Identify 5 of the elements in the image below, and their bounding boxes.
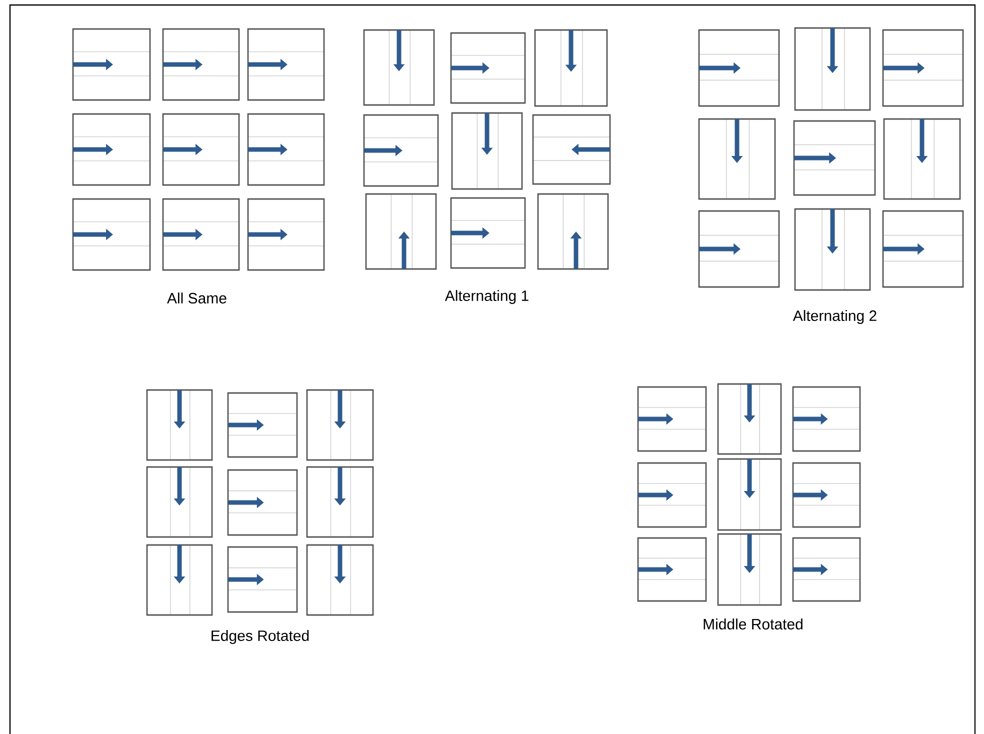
- pattern-caption: Alternating 1: [444, 290, 528, 304]
- pattern-caption: Alternating 2: [792, 310, 876, 324]
- pattern-caption: Edges Rotated: [212, 630, 309, 644]
- pattern-caption: Middle Rotated: [704, 618, 802, 630]
- pattern-caption: All Same: [167, 292, 226, 304]
